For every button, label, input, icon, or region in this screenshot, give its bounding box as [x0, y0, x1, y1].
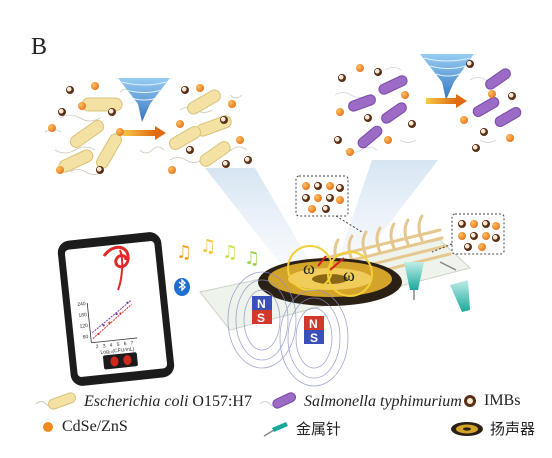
ecoli-bacterium: [81, 97, 123, 112]
ecoli-cluster-before: [44, 88, 165, 175]
legend-item-qd: CdSe/ZnS: [40, 418, 128, 436]
needle-icon: [263, 421, 288, 437]
salmonella-bacterium: [485, 68, 511, 90]
phone-x-tick: 2: [96, 344, 100, 350]
speaker-icon: [451, 421, 483, 436]
phone-x-tick: 4: [110, 343, 114, 349]
smartphone: [57, 232, 175, 386]
arrow-right: [426, 94, 467, 108]
vortex-ring: [327, 251, 373, 297]
imb-icon: [464, 395, 476, 407]
svg-text:♫: ♫: [244, 248, 260, 269]
panel-label: B: [31, 34, 48, 60]
phone-x-tick: 5: [116, 342, 120, 348]
salmonella-bacterium: [381, 102, 407, 124]
magnet-n-label: N: [309, 317, 318, 331]
magnet-left: [252, 296, 272, 324]
legend: Escherichia coli O157:H7 Salmonella typh…: [0, 386, 552, 458]
arrow-left: [123, 126, 166, 140]
salmonella-bacterium: [348, 94, 376, 112]
phone-x-tick: 7: [130, 340, 134, 346]
ecoli-bacterium: [69, 120, 105, 148]
svg-text:♫: ♫: [200, 236, 216, 257]
legend-label-ecoli-genus: Escherichia coli: [84, 393, 189, 410]
svg-text:♫: ♫: [176, 242, 192, 263]
particles-top-left: [48, 82, 252, 174]
legend-label-salmonella: Salmonella typhimurium: [304, 393, 462, 410]
ecoli-icon: [35, 392, 76, 410]
ecoli-cluster-after: [168, 89, 248, 167]
vortex-left: [118, 78, 170, 122]
phone-x-tick: 3: [103, 343, 107, 349]
ecoli-bacterium: [168, 126, 202, 150]
salmonella-icon: [259, 392, 297, 409]
omega-symbol: ω: [343, 265, 355, 285]
legend-label-imbs: IMBs: [484, 392, 521, 409]
beam-left: [205, 168, 310, 266]
phone-y-tick: 60: [82, 334, 88, 341]
omega-symbol: ω: [303, 258, 315, 278]
salmonella-bacterium: [494, 106, 522, 127]
ecoli-bacterium: [187, 89, 221, 115]
legend-item-salmonella: Salmonella typhimurium: [258, 392, 462, 412]
magnet-field-lines: [227, 271, 349, 387]
phone-y-tick: 240: [77, 301, 86, 308]
svg-text:♫: ♫: [222, 242, 238, 263]
phone-y-tick: 180: [78, 312, 87, 319]
zoom-box-left: [295, 175, 363, 233]
legend-item-needle: 金属针: [262, 418, 341, 439]
legend-item-speaker: 扬声器: [450, 418, 535, 439]
ecoli-bacterium: [96, 133, 122, 169]
phone-x-axis-label: Log₁₀(CFU/mL): [100, 346, 135, 356]
vortex-right: [420, 54, 474, 100]
phone-chart-ticks: 240 180 120 60 2 3 4 5 6 7 Log₁₀(CFU/mL): [77, 301, 135, 356]
phone-y-tick: 120: [79, 323, 88, 330]
salmonella-bacterium: [472, 97, 500, 117]
magnet-s-label: S: [310, 331, 318, 345]
zoom-box-right: [431, 213, 505, 255]
particles-top-right: [334, 60, 516, 156]
quantum-dot-icon: [43, 422, 53, 432]
flow-arrow: [317, 255, 345, 271]
needle: [439, 261, 470, 312]
magnet-n-label: N: [257, 297, 266, 311]
legend-label-needle: 金属针: [296, 420, 342, 438]
legend-item-imbs: IMBs: [462, 392, 520, 410]
bluetooth-icon: [174, 278, 190, 296]
ecoli-bacterium: [199, 141, 231, 167]
serpentine-channel: [308, 214, 452, 288]
salmonella-bacterium: [378, 75, 408, 95]
legend-label-qd: CdSe/ZnS: [62, 418, 128, 435]
salmonella-cluster-before: [334, 67, 417, 153]
salmonella-cluster-after: [469, 68, 522, 143]
phone-x-tick: 6: [123, 341, 127, 347]
magnet-right: [304, 316, 324, 344]
salmonella-bacterium: [357, 125, 383, 149]
legend-label-speaker: 扬声器: [490, 420, 536, 438]
needle: [404, 262, 424, 300]
music-notes: ♫ ♫ ♫ ♫: [176, 236, 260, 269]
legend-label-ecoli-strain: O157:H7: [188, 393, 252, 410]
magnet-s-label: S: [257, 311, 265, 325]
legend-item-ecoli: Escherichia coli O157:H7: [34, 392, 252, 412]
